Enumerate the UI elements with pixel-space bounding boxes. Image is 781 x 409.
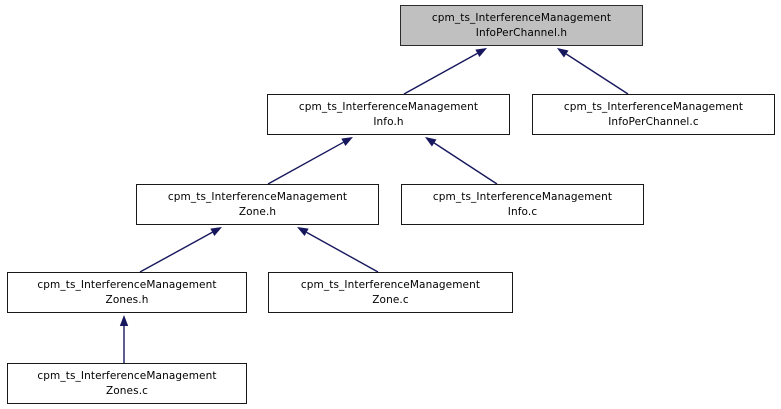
node-label-line2: Zone.c (372, 293, 409, 306)
node-label-line2: Zones.h (105, 293, 149, 306)
node-label-line2: Info.c (507, 205, 538, 218)
edge-info_h-to-info_per_channel_h (403, 52, 478, 95)
node-label-line2: Info.h (373, 115, 404, 128)
arrowhead-zones_c-to-zones_h (119, 315, 129, 326)
node-label-line1: cpm_ts_InterferenceManagement (431, 11, 612, 24)
arrowhead-info_h-to-info_per_channel_h (475, 48, 487, 58)
edge-zones_h-to-zone_h (139, 231, 213, 273)
node-label-line1: cpm_ts_InterferenceManagement (563, 100, 744, 113)
node-label-line1: cpm_ts_InterferenceManagement (432, 190, 613, 203)
arrowhead-zone_h-to-info_h (341, 137, 353, 146)
node-label-line2: Zones.c (105, 384, 149, 397)
node-label-line1: cpm_ts_InterferenceManagement (167, 190, 348, 203)
edge-zone_c-to-zone_h (306, 231, 379, 273)
node-label-line1: cpm_ts_InterferenceManagement (300, 278, 481, 291)
edge-zone_h-to-info_h (267, 141, 344, 185)
edge-info_per_channel_c-to-info_per_channel_h (565, 53, 629, 95)
node-label-line2: InfoPerChannel.c (608, 115, 699, 128)
node-label-line2: InfoPerChannel.h (475, 26, 568, 39)
node-label-line2: Zone.h (238, 205, 277, 218)
arrowhead-zone_c-to-zone_h (297, 227, 309, 237)
arrowhead-zones_h-to-zone_h (210, 227, 222, 236)
node-label-line1: cpm_ts_InterferenceManagement (298, 100, 479, 113)
edge-info_c-to-info_h (433, 142, 498, 185)
arrowhead-info_c-to-info_h (425, 137, 437, 147)
node-label-line1: cpm_ts_InterferenceManagement (37, 369, 217, 382)
arrowhead-info_per_channel_c-to-info_per_channel_h (557, 48, 569, 58)
node-label-line1: cpm_ts_InterferenceManagement (37, 278, 217, 291)
